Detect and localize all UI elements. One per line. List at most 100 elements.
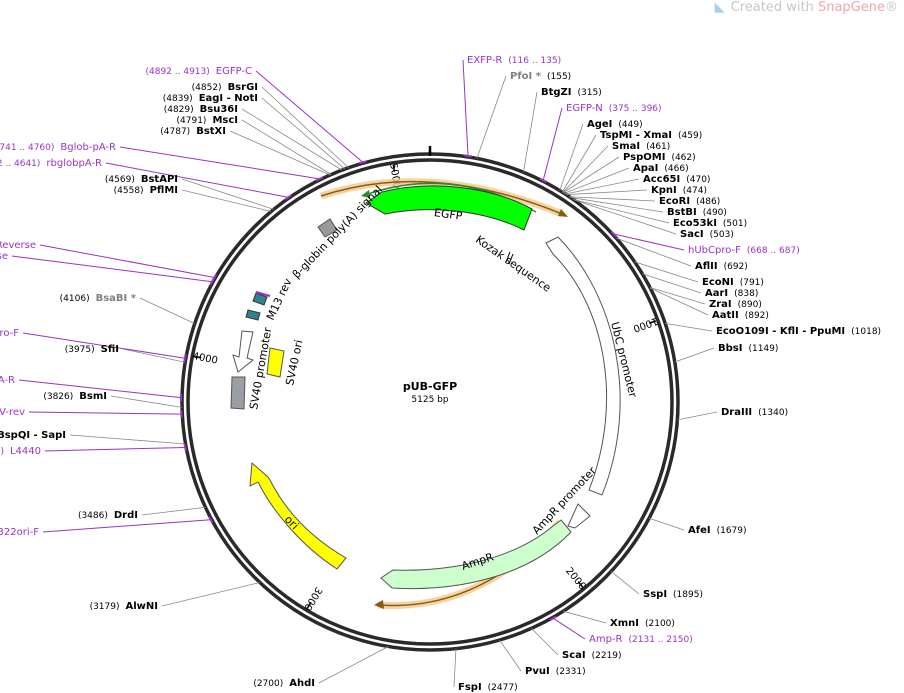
site-leader xyxy=(573,199,677,235)
m13-primer-mark xyxy=(255,291,271,297)
site-position: (4558) xyxy=(114,186,144,196)
site-leader xyxy=(559,123,584,191)
site-name: PspOMI xyxy=(623,152,665,163)
primer-leader xyxy=(119,146,320,180)
site-position: (892) xyxy=(745,311,769,321)
site-label: EcoNI(791) xyxy=(702,277,764,288)
primer-name: Amp-R xyxy=(589,634,623,645)
primer-mark xyxy=(539,177,547,183)
site-label: (3849 .. 3868)SV40pA-R xyxy=(0,375,15,386)
site-leader xyxy=(141,506,206,516)
site-label: (4622 .. 4641) rbglobpA-R xyxy=(0,158,102,169)
site-label: Acc65I(470) xyxy=(643,174,710,185)
primer-range: (3686 .. 3703) xyxy=(0,447,4,457)
site-name: PfoI * xyxy=(510,71,542,82)
watermark-brand: SnapGene xyxy=(817,0,885,15)
egfp-label: EGFP xyxy=(433,206,463,223)
site-leader xyxy=(261,86,349,169)
site-name: EcoRI xyxy=(659,196,690,207)
primer-leader xyxy=(44,446,186,452)
site-leader xyxy=(139,297,195,324)
site-leader xyxy=(261,97,346,170)
site-label: (3433 .. 3452)pBR322ori-F xyxy=(0,527,39,538)
site-label: EcoO109I - KflI - PpuMI(1018) xyxy=(716,326,881,337)
site-label: AfeI(1679) xyxy=(688,525,747,536)
site-label: PvuI(2331) xyxy=(525,666,586,677)
site-name: DraIII xyxy=(721,407,752,418)
site-position: (838) xyxy=(734,289,758,299)
primer-leader xyxy=(462,59,469,156)
egfp-feature xyxy=(365,185,533,231)
site-name: KpnI xyxy=(651,185,677,196)
primer-leader xyxy=(18,379,182,399)
primer-mark xyxy=(208,516,214,524)
site-labels: (4852)BsrGI(4839)EagI - NotI(4829)Bsu36I… xyxy=(0,55,881,693)
primer-name: rbglobpA-R xyxy=(46,158,102,169)
site-name: ApaI xyxy=(633,163,658,174)
site-leader xyxy=(565,178,640,195)
site-position: (692) xyxy=(724,262,748,272)
site-position: (490) xyxy=(703,208,727,218)
primer-range: (375 .. 396) xyxy=(609,104,662,114)
site-label: (3705)BspQI - SapI xyxy=(0,430,66,441)
site-leader xyxy=(642,273,702,294)
site-label: SspI(1895) xyxy=(643,589,703,600)
sv40-ori-feature xyxy=(266,347,285,378)
site-name: PvuI xyxy=(525,666,550,677)
site-position: (1895) xyxy=(673,590,703,600)
site-label: (4839)EagI - NotI xyxy=(163,93,258,104)
primer-range: (4741 .. 4760) xyxy=(0,143,54,153)
site-name: AgeI xyxy=(587,119,612,130)
site-position: (4852) xyxy=(192,83,222,93)
site-position: (466) xyxy=(664,164,688,174)
primer-range: (668 .. 687) xyxy=(747,246,800,256)
primer-range: (2131 .. 2150) xyxy=(629,635,693,645)
site-leader xyxy=(241,108,343,171)
site-label: AarI(838) xyxy=(705,288,758,299)
site-label: ApaI (466) xyxy=(633,163,689,174)
site-leader xyxy=(561,134,597,193)
kozak-label: Kozak sequence xyxy=(473,233,553,295)
site-position: (4791) xyxy=(177,116,207,126)
primer-name: L4440 xyxy=(10,446,41,457)
site-name: ZraI xyxy=(709,299,732,310)
site-name: Eco53kI xyxy=(673,218,717,229)
site-label: (4569)BstAPI xyxy=(105,174,178,185)
site-leader xyxy=(615,237,692,267)
primer-leader xyxy=(105,162,289,198)
site-position: (501) xyxy=(723,219,747,229)
site-label: (3686 .. 3703) L4440 xyxy=(0,446,41,457)
site-leader xyxy=(649,287,706,305)
site-leader xyxy=(229,130,331,176)
primer-leader xyxy=(255,70,364,163)
primer-mark xyxy=(183,443,187,452)
site-position: (459) xyxy=(678,131,702,141)
primer-leader xyxy=(553,617,586,640)
site-position: (2700) xyxy=(253,679,283,689)
site-label: (3826)BsmI xyxy=(43,391,107,402)
site-name: DrdI xyxy=(114,510,138,521)
site-name: AhdI xyxy=(289,678,315,689)
primer-range: (4622 .. 4641) xyxy=(0,159,40,169)
site-label: EXFP-R(116 .. 135) xyxy=(467,55,561,66)
site-label: BstBI(490) xyxy=(667,207,727,218)
site-label: PfoI *(155) xyxy=(510,71,571,82)
site-position: (1149) xyxy=(748,344,778,354)
site-name: Bsu36I xyxy=(200,104,238,115)
egfp-translation-arrowhead xyxy=(361,190,370,198)
primer-name: EGFP-N xyxy=(566,103,603,114)
site-name: SmaI xyxy=(612,141,640,152)
site-label: AflII(692) xyxy=(695,261,748,272)
site-name: EagI - NotI xyxy=(199,93,258,104)
site-name: MscI xyxy=(212,115,238,126)
site-position: (2477) xyxy=(488,683,518,693)
site-leader xyxy=(499,639,522,672)
site-leader xyxy=(110,395,183,408)
site-label: (4106)BsaBI * xyxy=(60,293,137,304)
tick-mark xyxy=(194,355,202,359)
site-label: (4791) MscI xyxy=(177,115,239,126)
